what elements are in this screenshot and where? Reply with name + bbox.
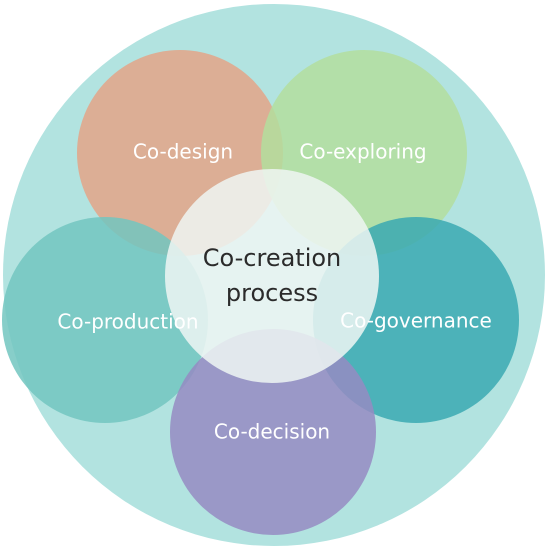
label-co-design: Co-design: [133, 140, 233, 164]
center-circle: [165, 169, 379, 383]
label-co-decision: Co-decision: [214, 420, 330, 444]
label-co-production: Co-production: [57, 310, 198, 334]
circle-co-production: [2, 217, 208, 423]
center-label-line2: process: [226, 279, 318, 307]
label-co-exploring: Co-exploring: [299, 140, 426, 164]
circle-co-decision: [170, 329, 376, 535]
center-label-line1: Co-creation: [203, 244, 342, 272]
label-co-governance: Co-governance: [340, 309, 492, 333]
